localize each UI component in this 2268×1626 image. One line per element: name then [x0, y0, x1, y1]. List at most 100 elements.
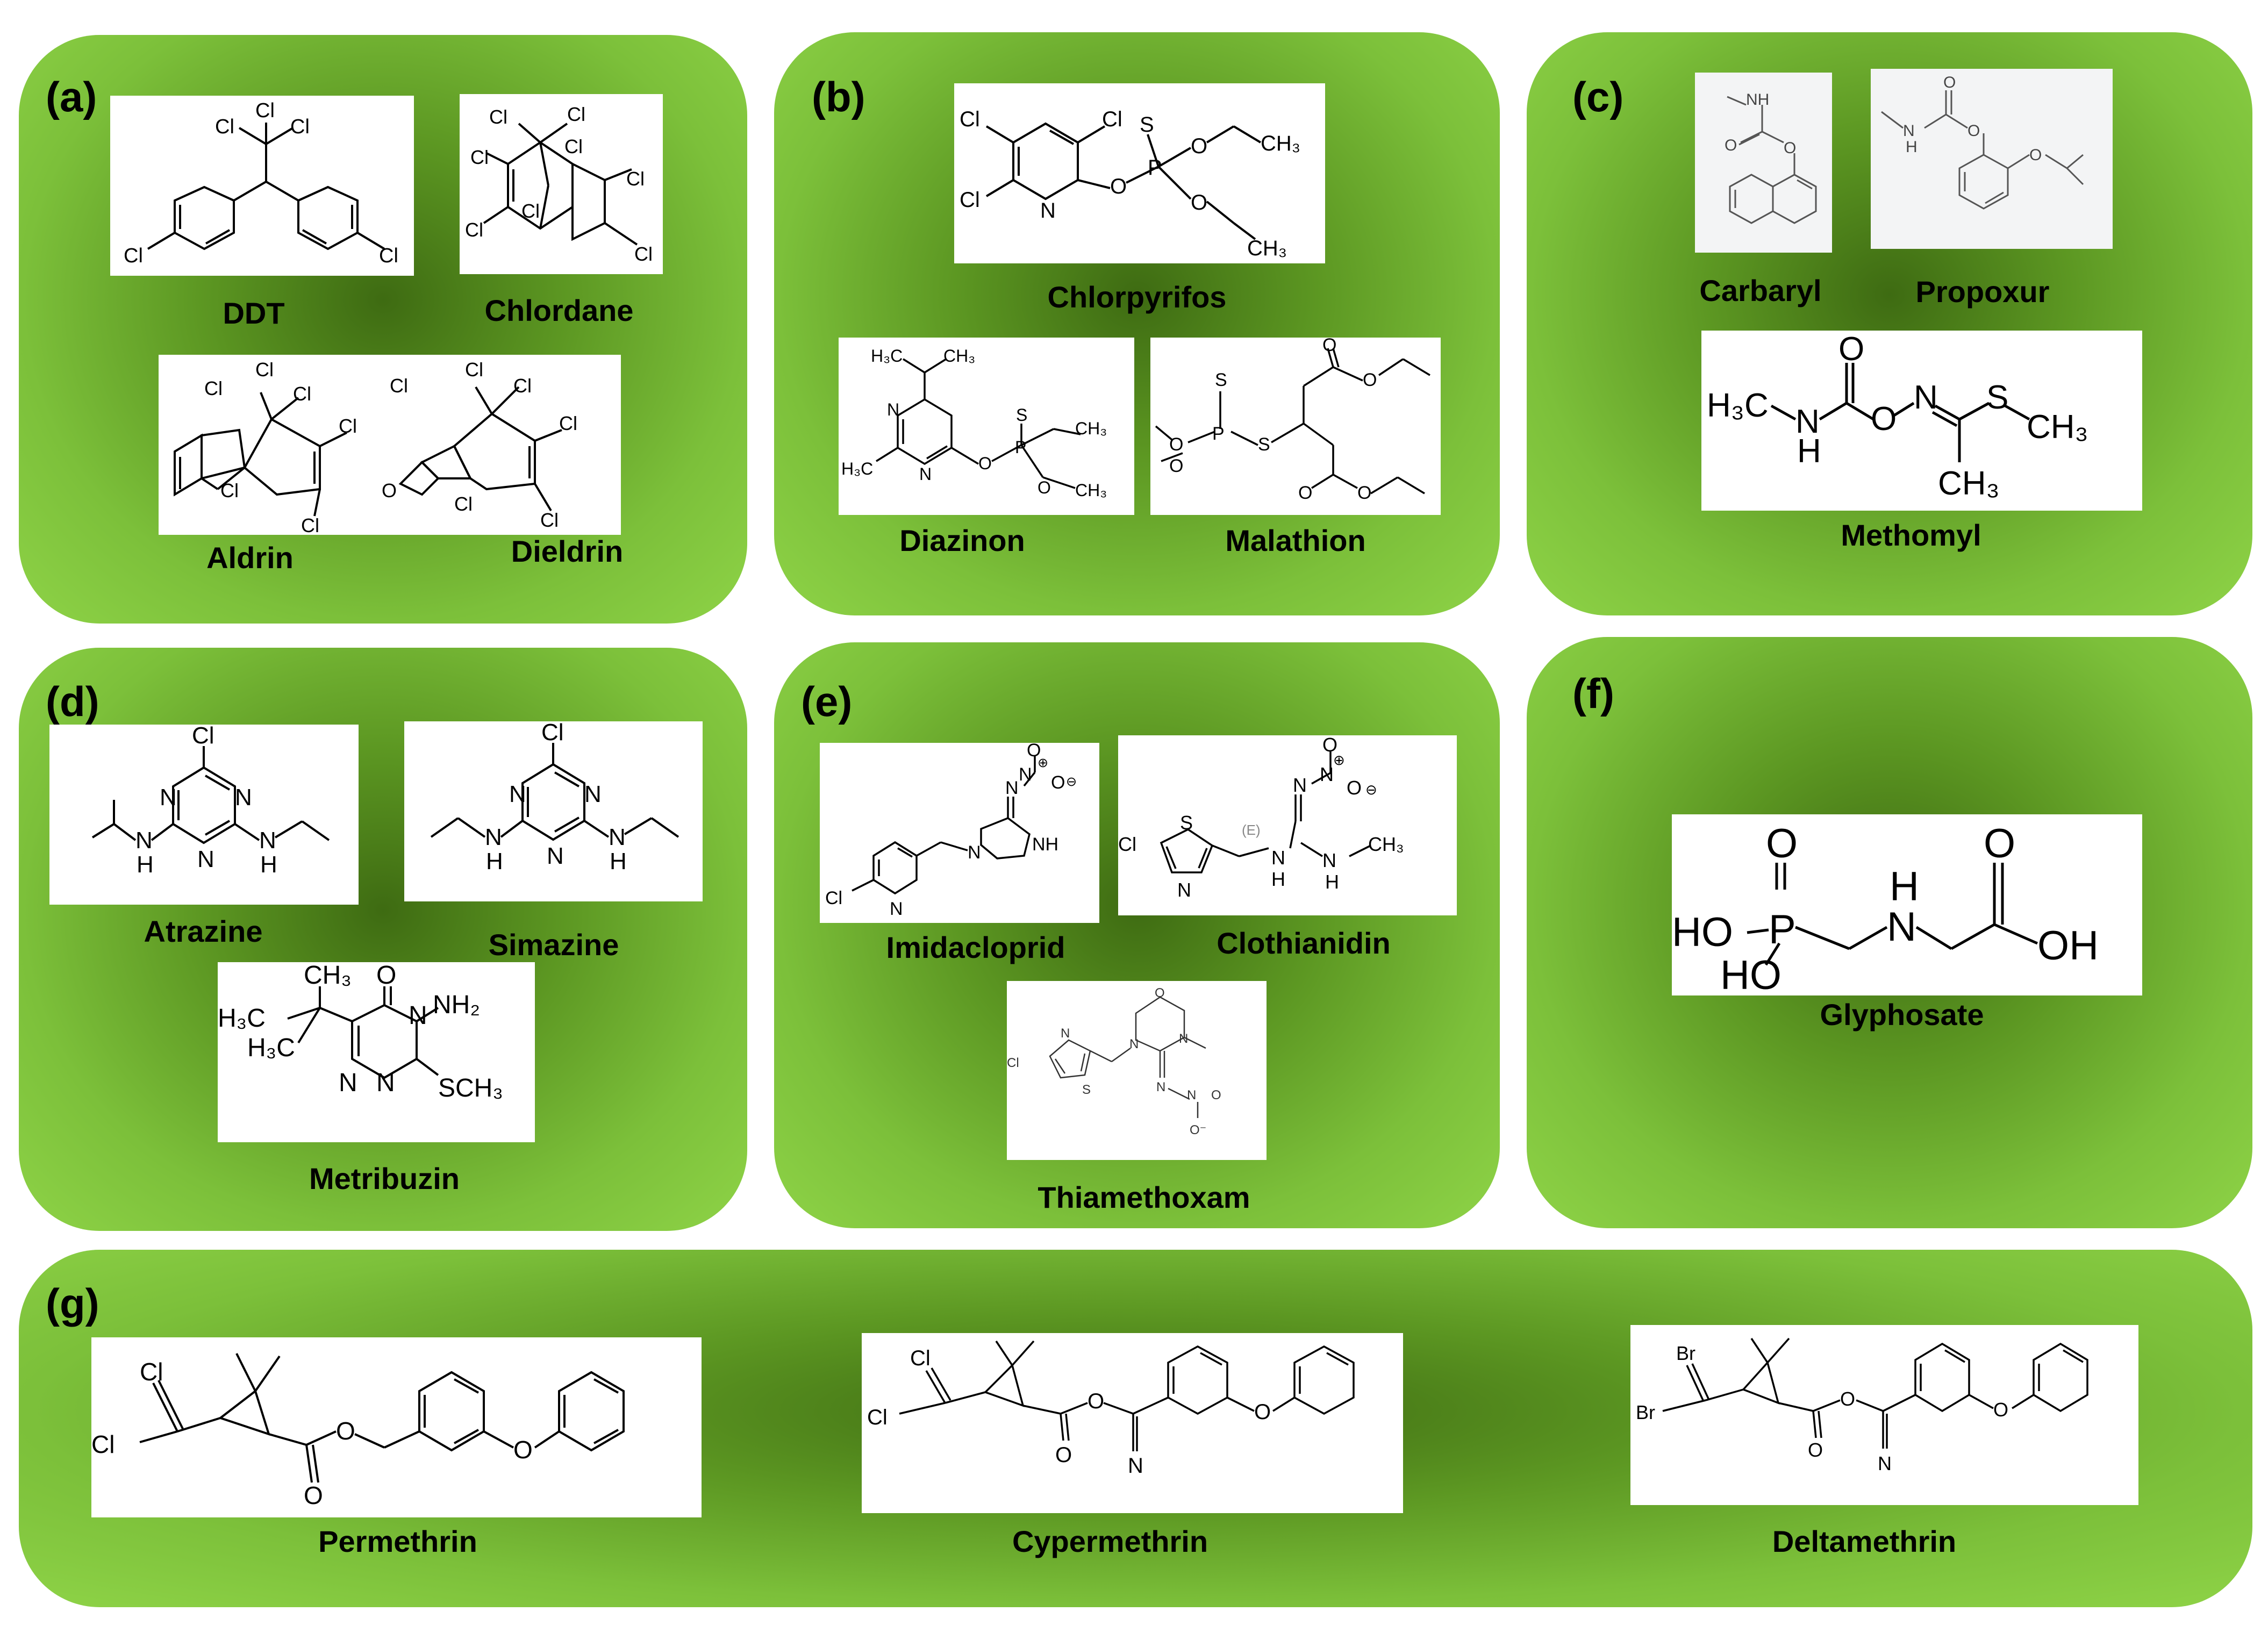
compound-name-glyphosate: Glyphosate: [1820, 998, 1984, 1032]
svg-text:O: O: [1984, 821, 2015, 866]
svg-text:N: N: [1322, 849, 1336, 871]
svg-text:Cl: Cl: [465, 359, 483, 381]
compound-name-methomyl: Methomyl: [1841, 518, 1981, 552]
svg-text:N: N: [1005, 778, 1019, 798]
compound-name-chlorpyrifos: Chlorpyrifos: [1047, 280, 1227, 314]
svg-text:O: O: [336, 1417, 355, 1445]
svg-text:N: N: [1128, 1454, 1143, 1478]
svg-text:O: O: [1840, 1388, 1855, 1410]
svg-text:N: N: [968, 842, 981, 863]
svg-text:Cl: Cl: [124, 245, 143, 267]
svg-text:O: O: [1038, 478, 1051, 497]
svg-text:O: O: [1766, 821, 1798, 866]
svg-text:N: N: [1293, 774, 1307, 796]
svg-text:Cl: Cl: [867, 1406, 888, 1429]
compound-name-chlordane: Chlordane: [484, 293, 634, 327]
compound-name-aldrin: Aldrin: [206, 541, 294, 575]
svg-text:Cl: Cl: [559, 412, 577, 434]
svg-text:Cl: Cl: [91, 1430, 115, 1458]
svg-text:N: N: [1887, 904, 1916, 950]
panel-label-f: (f): [1572, 670, 1614, 717]
svg-text:Cl: Cl: [541, 721, 564, 746]
svg-text:H: H: [1906, 138, 1918, 156]
compound-name-thiamethoxam: Thiamethoxam: [1038, 1180, 1250, 1214]
svg-text:Cl: Cl: [215, 116, 234, 138]
svg-text:O: O: [1838, 331, 1864, 368]
svg-text:O: O: [1211, 1088, 1221, 1102]
compound-name-imidacloprid: Imidacloprid: [886, 930, 1065, 964]
svg-text:Cl: Cl: [489, 106, 507, 128]
svg-text:S: S: [1986, 379, 2008, 416]
svg-text:N: N: [1320, 763, 1334, 785]
svg-text:Cl: Cl: [192, 725, 214, 749]
svg-text:Cl: Cl: [1102, 108, 1122, 131]
svg-text:O: O: [1363, 370, 1377, 390]
svg-text:O: O: [376, 962, 396, 990]
svg-text:H: H: [1890, 864, 1919, 909]
svg-text:S: S: [1258, 434, 1270, 455]
svg-text:S: S: [1140, 113, 1154, 137]
svg-text:Cl: Cl: [960, 108, 980, 131]
svg-text:H: H: [610, 848, 627, 875]
compound-name-deltamethrin: Deltamethrin: [1772, 1524, 1957, 1558]
svg-text:N: N: [135, 827, 153, 854]
compound-name-diazinon: Diazinon: [899, 524, 1025, 557]
svg-text:O: O: [1155, 986, 1165, 1000]
svg-text:N: N: [890, 899, 903, 919]
svg-text:O: O: [1110, 175, 1127, 198]
svg-text:O: O: [1322, 735, 1337, 756]
svg-text:Cl: Cl: [634, 243, 653, 265]
svg-text:O: O: [1051, 772, 1065, 793]
svg-text:H₃C: H₃C: [218, 1004, 266, 1033]
panel-label-a: (a): [46, 73, 97, 120]
svg-text:Cl: Cl: [626, 168, 645, 190]
svg-text:Cl: Cl: [1118, 833, 1136, 855]
svg-text:O: O: [1088, 1389, 1104, 1413]
svg-text:O⁻: O⁻: [1190, 1123, 1206, 1137]
svg-text:O: O: [1967, 122, 1980, 140]
svg-text:N: N: [1271, 847, 1285, 869]
svg-text:N: N: [887, 400, 899, 419]
svg-text:P: P: [1212, 424, 1225, 444]
svg-text:O: O: [1784, 139, 1796, 157]
compound-name-permethrin: Permethrin: [318, 1524, 477, 1558]
svg-text:N: N: [259, 827, 276, 854]
svg-text:H: H: [1797, 433, 1821, 470]
svg-text:N: N: [1179, 1032, 1188, 1046]
panel-label-d: (d): [46, 678, 99, 725]
svg-text:H₃C: H₃C: [247, 1034, 295, 1062]
svg-text:N: N: [584, 781, 602, 807]
svg-text:P: P: [1769, 907, 1796, 952]
svg-text:Br: Br: [1636, 1401, 1655, 1423]
svg-text:HO: HO: [1672, 909, 1733, 955]
compound-name-clothianidin: Clothianidin: [1217, 926, 1391, 960]
compound-name-atrazine: Atrazine: [144, 914, 263, 948]
svg-text:N: N: [235, 784, 252, 811]
svg-text:N: N: [197, 846, 214, 872]
svg-text:O: O: [1298, 483, 1312, 503]
svg-text:CH₃: CH₃: [1075, 481, 1107, 500]
svg-text:Cl: Cl: [465, 219, 483, 241]
panel-label-e: (e): [801, 678, 853, 725]
svg-text:H: H: [486, 848, 503, 875]
compound-name-simazine: Simazine: [488, 928, 619, 962]
svg-text:N: N: [1156, 1080, 1165, 1094]
svg-text:O: O: [1027, 743, 1041, 761]
svg-text:N: N: [376, 1069, 395, 1097]
svg-text:Cl: Cl: [470, 146, 489, 168]
svg-text:O: O: [1169, 456, 1183, 476]
svg-text:N: N: [919, 464, 932, 484]
svg-text:Cl: Cl: [513, 375, 532, 397]
svg-text:H: H: [260, 851, 277, 878]
svg-text:N: N: [1061, 1026, 1070, 1041]
compound-name-propoxur: Propoxur: [1915, 275, 2050, 309]
